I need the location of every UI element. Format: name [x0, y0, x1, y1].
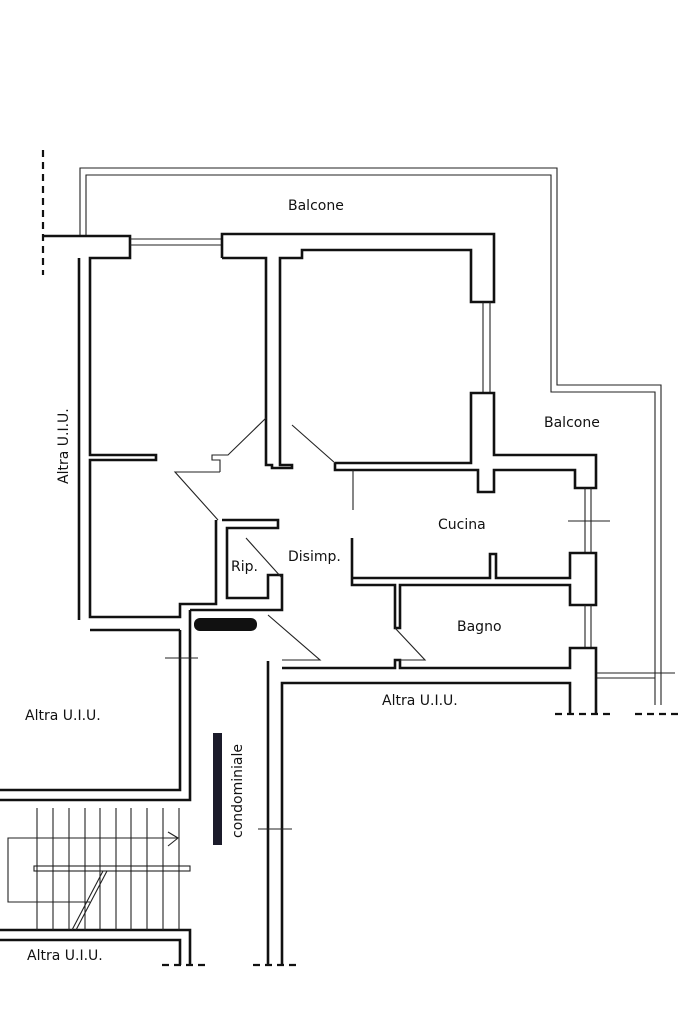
label-altra-uiu-middle: Altra U.I.U.	[382, 693, 458, 709]
entrance-marks	[165, 657, 292, 830]
label-condominiale: condominiale	[230, 744, 246, 838]
label-altra-uiu-bottom: Altra U.I.U.	[27, 948, 103, 964]
label-altra-uiu-west: Altra U.I.U.	[25, 708, 101, 724]
balcony-railing	[79, 167, 675, 705]
label-disimpegno: Disimp.	[288, 549, 341, 565]
label-bagno: Bagno	[457, 619, 502, 635]
label-balcone-top: Balcone	[288, 198, 344, 214]
redaction-marks	[194, 618, 257, 845]
label-balcone-right: Balcone	[544, 415, 600, 431]
boundary-dashes	[41, 150, 683, 967]
label-altra-uiu-left: Altra U.I.U.	[56, 408, 72, 484]
door-swings	[173, 417, 427, 661]
walls	[0, 232, 610, 965]
label-cucina: Cucina	[438, 517, 486, 533]
staircase	[7, 808, 191, 931]
label-ripostiglio: Rip.	[231, 559, 258, 575]
